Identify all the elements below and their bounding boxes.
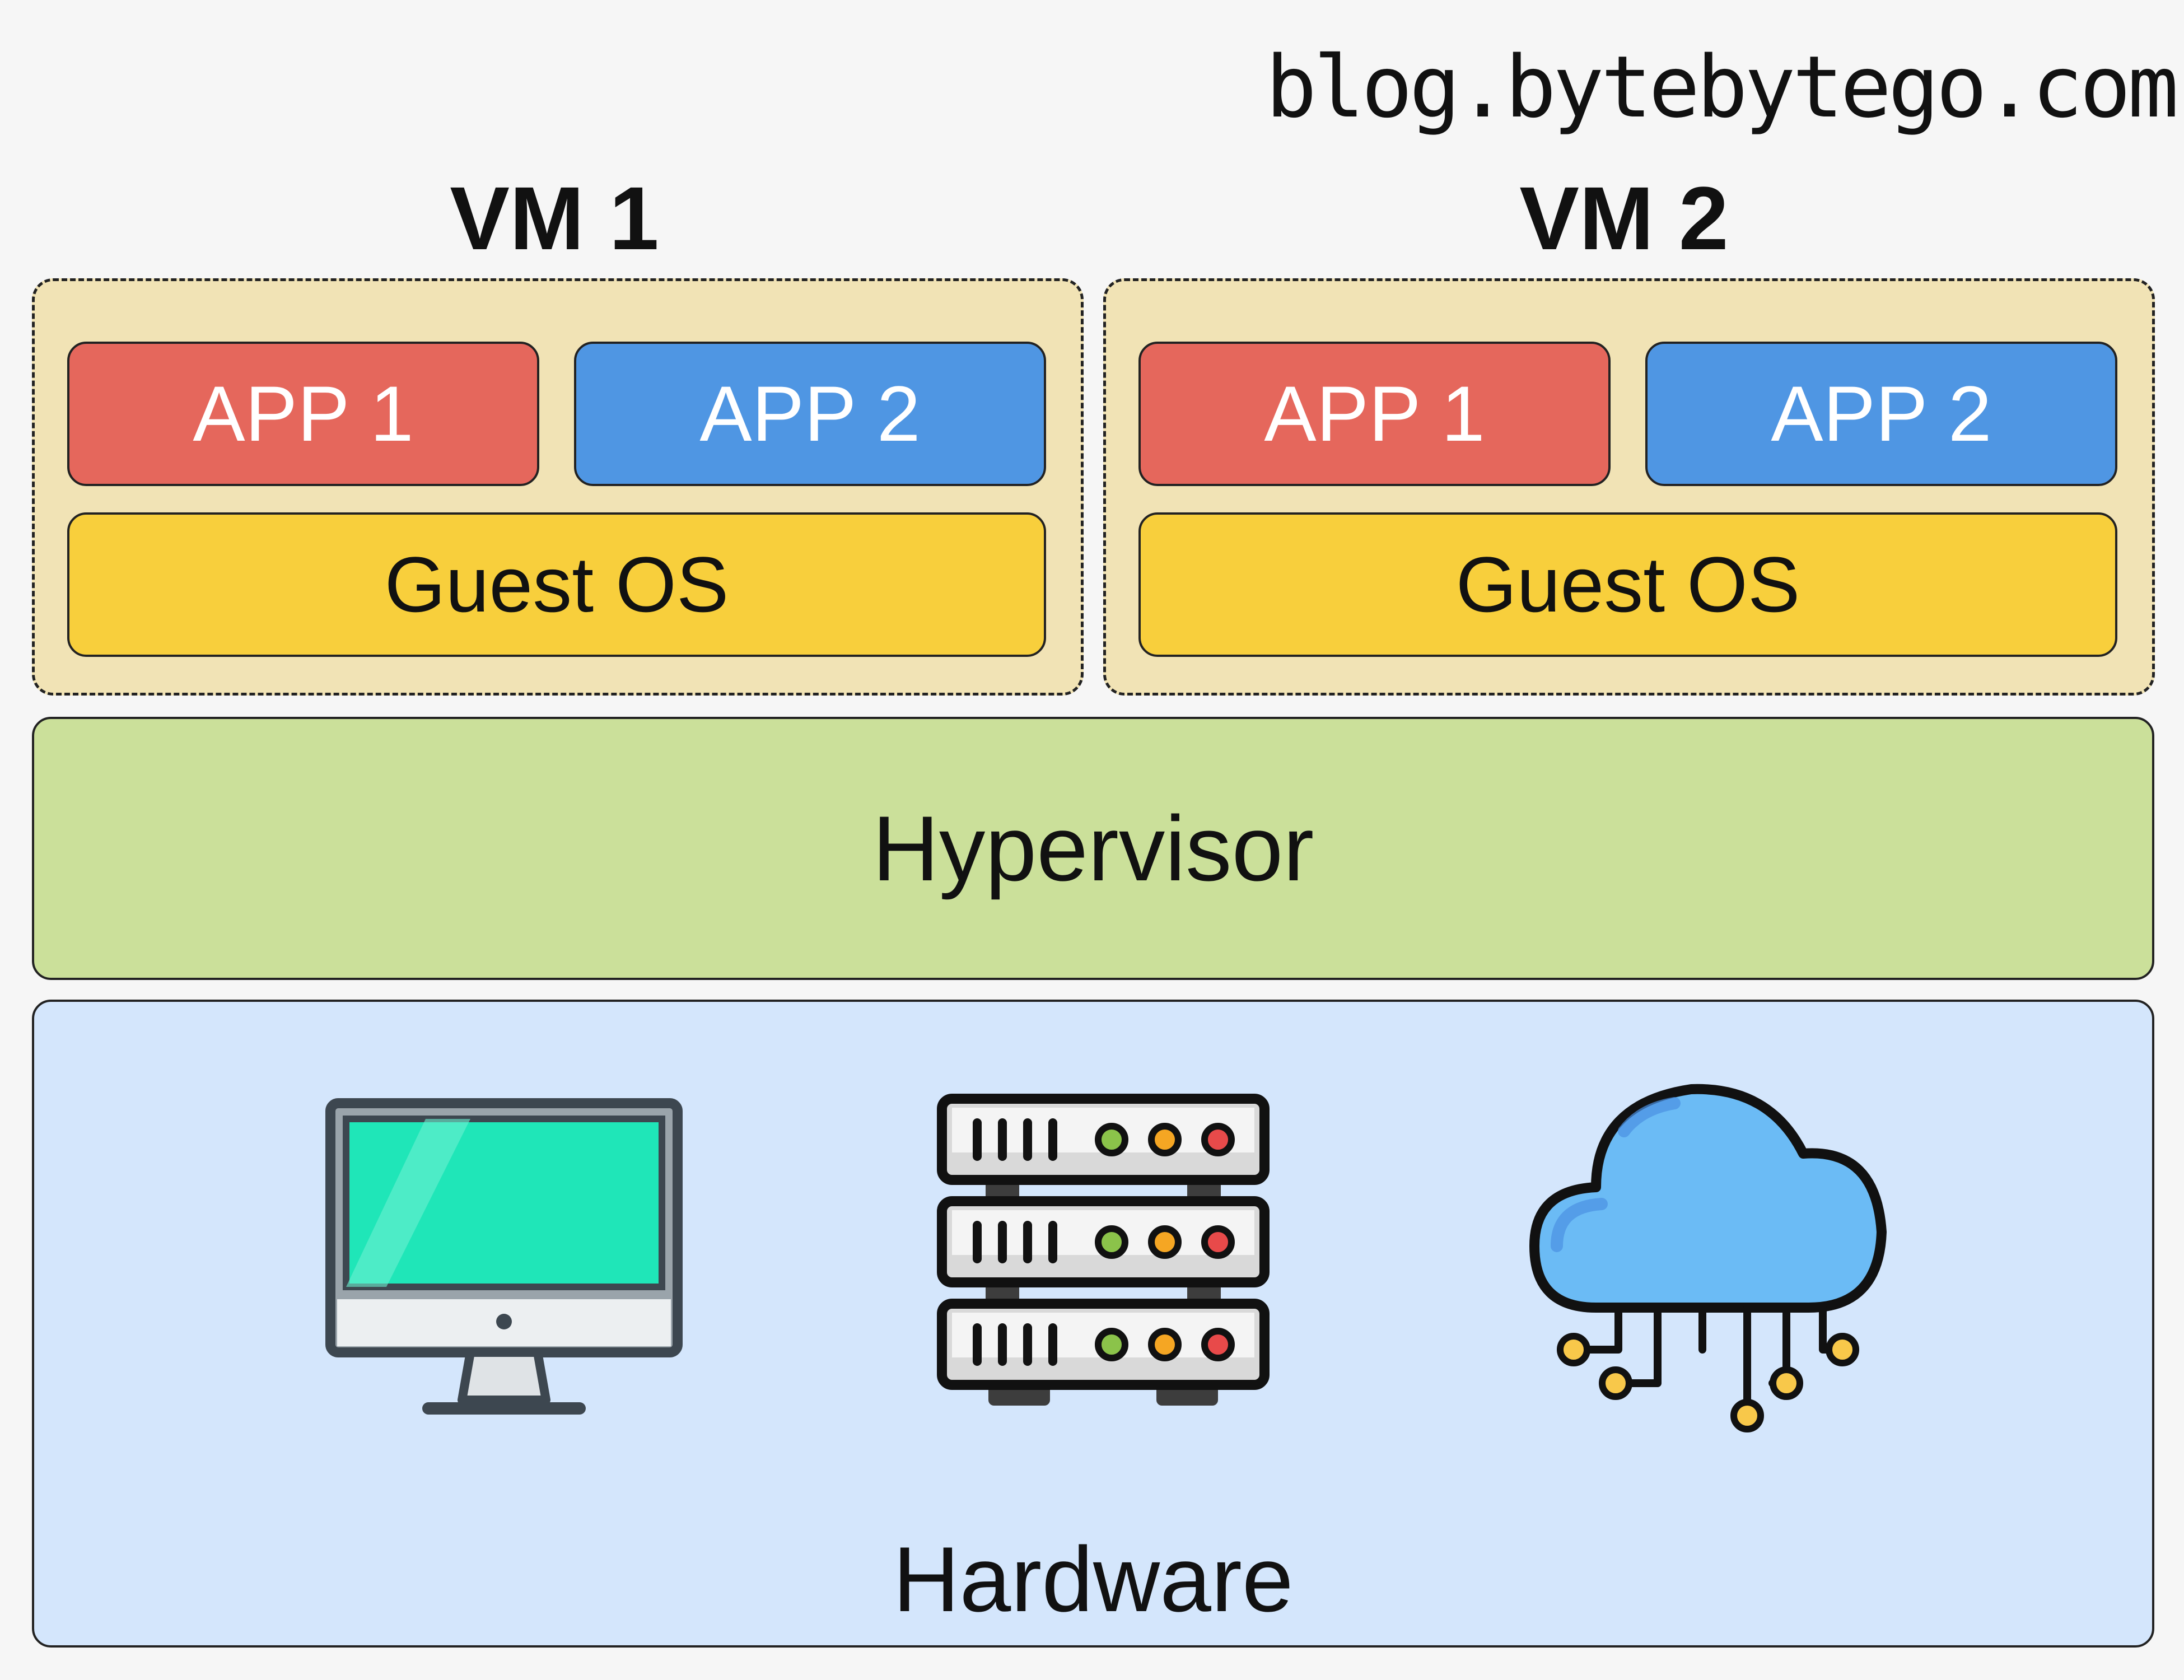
vm-1-guest-os: Guest OS (67, 512, 1046, 657)
brand-header: blog.bytebytego.com (1238, 22, 2179, 151)
vm-2-title: VM 2 (1519, 168, 1729, 268)
server-rack-icon (937, 1094, 1270, 1406)
vm-2-guest-os: Guest OS (1138, 512, 2117, 657)
brand-url[interactable]: blog.bytebytego.com (1266, 37, 2179, 137)
hypervisor-label: Hypervisor (872, 796, 1314, 900)
hardware-label: Hardware (893, 1527, 1294, 1631)
hardware-label-wrap: Hardware (32, 1523, 2154, 1635)
vm-2-app-2: APP 2 (1645, 342, 2117, 486)
vm-1-app-2: APP 2 (574, 342, 1046, 486)
hypervisor-layer: Hypervisor (32, 717, 2154, 980)
monitor-icon (325, 1098, 683, 1415)
vm-1-app-1: APP 1 (67, 342, 539, 486)
vm-2-app-1: APP 1 (1138, 342, 1611, 486)
vm-1-title: VM 1 (450, 168, 659, 268)
cloud-computing-icon (1529, 1084, 1887, 1432)
